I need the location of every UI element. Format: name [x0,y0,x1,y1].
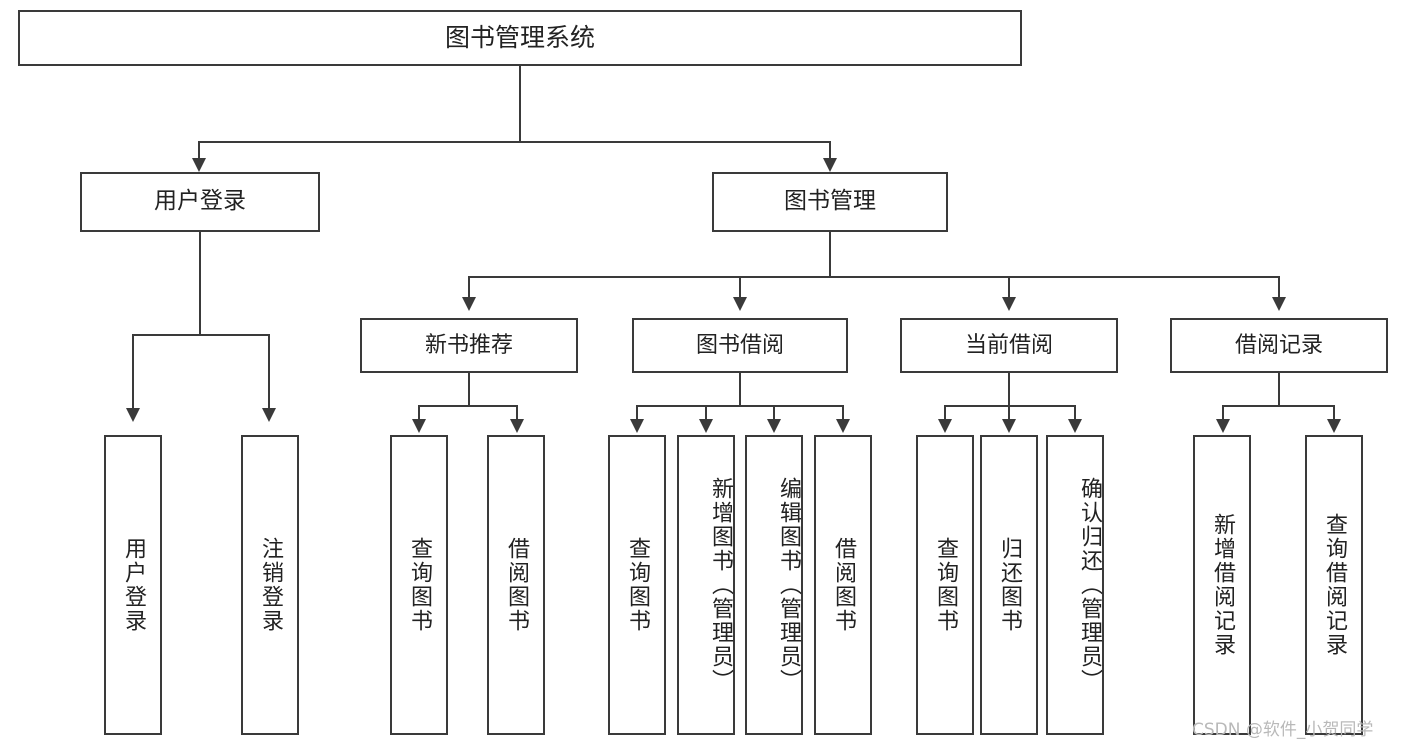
connector-current-borrow-l3 [1074,405,1076,423]
connector-current-borrow-bus [944,405,1076,407]
arrow-new-book-leaf-2 [510,419,524,433]
arrow-root-to-book-manage [823,158,837,172]
connector-to-current-borrow [1008,276,1010,303]
node-label: 当前借阅 [964,332,1053,358]
arrow-borrow-record-leaf-2 [1327,419,1341,433]
arrow-current-borrow-leaf-2 [1002,419,1016,433]
node-label: 借阅图书 [830,537,856,633]
node-label: 新书推荐 [424,332,513,358]
connector-to-new-book-recommend [468,276,470,303]
node-label: 查询图书 [624,537,650,633]
arrow-current-borrow-leaf-1 [938,419,952,433]
node-root-book-management-system[interactable]: 图书管理系统 [18,10,1022,66]
node-label: 图书借阅 [695,332,784,358]
node-current-borrow[interactable]: 当前借阅 [900,318,1118,373]
node-label: 图书管理系统 [444,23,595,53]
arrow-to-current-borrow [1002,297,1016,311]
leaf-confirm-return[interactable]: 确认归还（管理员） [1046,435,1104,735]
connector-new-book-bus [418,405,518,407]
arrow-to-book-borrow [733,297,747,311]
csdn-watermark: CSDN @软件_小贺同学 [1192,720,1374,740]
connector-root-stem [519,66,521,142]
node-label: 图书管理 [784,188,876,215]
connector-borrow-record-bus [1222,405,1335,407]
connector-to-book-borrow [739,276,741,303]
connector-current-borrow-l2 [1008,405,1010,423]
leaf-add-book[interactable]: 新增图书（管理员） [677,435,735,735]
connector-new-book-l1 [418,405,420,423]
arrow-root-to-user-login [192,158,206,172]
connector-user-login-stem [199,232,201,335]
connector-borrow-record-stem [1278,373,1280,406]
node-label: 新增图书（管理员） [708,477,733,693]
node-new-book-recommend[interactable]: 新书推荐 [360,318,578,373]
connector-current-borrow-l1 [944,405,946,423]
connector-to-borrow-record [1278,276,1280,303]
connector-new-book-stem [468,373,470,406]
node-label: 归还图书 [996,537,1022,633]
arrow-borrow-record-leaf-1 [1216,419,1230,433]
leaf-edit-book[interactable]: 编辑图书（管理员） [745,435,803,735]
node-label: 查询图书 [406,537,432,633]
leaf-query-borrow-record[interactable]: 查询借阅记录 [1305,435,1363,735]
node-label: 注销登录 [257,537,283,633]
arrow-book-borrow-leaf-3 [767,419,781,433]
leaf-add-borrow-record[interactable]: 新增借阅记录 [1193,435,1251,735]
leaf-query-book-current[interactable]: 查询图书 [916,435,974,735]
arrow-to-borrow-record [1272,297,1286,311]
node-book-manage[interactable]: 图书管理 [712,172,948,232]
node-label: 查询图书 [932,537,958,633]
connector-current-borrow-stem [1008,373,1010,406]
connector-root-to-user-login [198,141,200,166]
node-label: 借阅图书 [503,537,529,633]
leaf-user-logout[interactable]: 注销登录 [241,435,299,735]
connector-new-book-l2 [516,405,518,423]
leaf-return-book[interactable]: 归还图书 [980,435,1038,735]
node-label: 确认归还（管理员） [1077,477,1102,693]
connector-user-login-left [132,334,134,414]
leaf-borrow-book-new[interactable]: 借阅图书 [487,435,545,735]
connector-root-bus [198,141,831,143]
connector-user-login-right [268,334,270,414]
connector-borrow-record-l2 [1333,405,1335,423]
connector-book-borrow-stem [739,373,741,406]
arrow-user-login-leaf-2 [262,408,276,422]
arrow-current-borrow-leaf-3 [1068,419,1082,433]
arrow-book-borrow-leaf-1 [630,419,644,433]
node-user-login[interactable]: 用户登录 [80,172,320,232]
connector-book-borrow-l3 [773,405,775,423]
connector-book-borrow-l2 [705,405,707,423]
leaf-borrow-book-borrow[interactable]: 借阅图书 [814,435,872,735]
connector-borrow-record-l1 [1222,405,1224,423]
arrow-to-new-book-recommend [462,297,476,311]
arrow-new-book-leaf-1 [412,419,426,433]
leaf-user-login[interactable]: 用户登录 [104,435,162,735]
leaf-query-book-new[interactable]: 查询图书 [390,435,448,735]
connector-root-to-book-manage [829,141,831,166]
leaf-query-book-borrow[interactable]: 查询图书 [608,435,666,735]
node-borrow-record[interactable]: 借阅记录 [1170,318,1388,373]
node-book-borrow[interactable]: 图书借阅 [632,318,848,373]
connector-book-borrow-bus [636,405,844,407]
node-label: 新增借阅记录 [1209,513,1235,657]
arrow-book-borrow-leaf-4 [836,419,850,433]
connector-book-manage-bus [468,276,1280,278]
connector-user-login-bus [132,334,269,336]
node-label: 用户登录 [154,188,246,215]
node-label: 编辑图书（管理员） [776,477,801,693]
connector-book-manage-stem [829,232,831,277]
node-label: 查询借阅记录 [1321,513,1347,657]
arrow-user-login-leaf-1 [126,408,140,422]
node-label: 借阅记录 [1234,332,1323,358]
connector-book-borrow-l1 [636,405,638,423]
connector-book-borrow-l4 [842,405,844,423]
arrow-book-borrow-leaf-2 [699,419,713,433]
node-label: 用户登录 [120,537,146,633]
